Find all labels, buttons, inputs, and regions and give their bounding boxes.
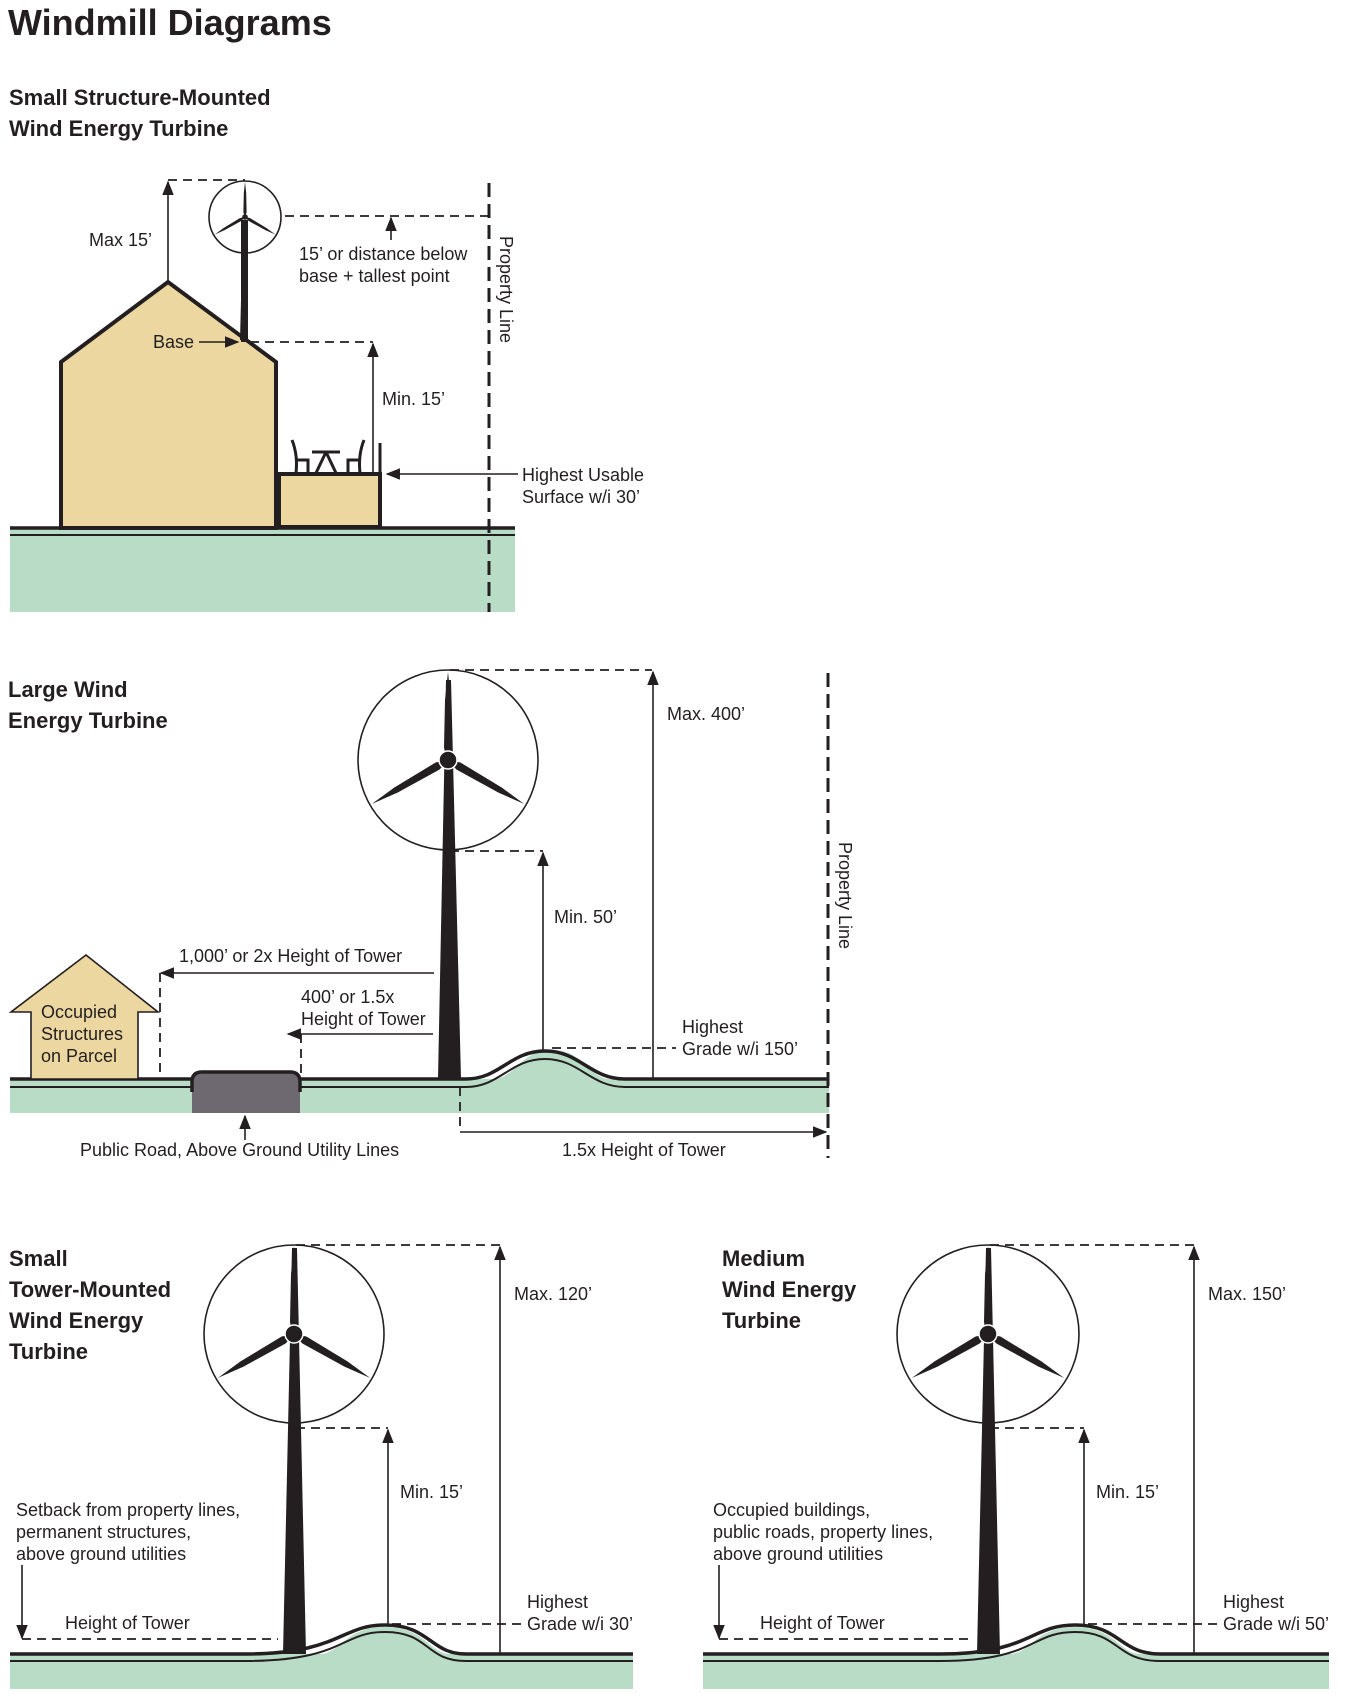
- blades-icon: [369, 672, 527, 808]
- property-setback-label: 1.5x Height of Tower: [562, 1140, 726, 1160]
- svg-text:Grade w/i 50’: Grade w/i 50’: [1223, 1614, 1329, 1634]
- max-label: Max. 150’: [1208, 1284, 1286, 1304]
- small-structure-heading: Small Structure-Mounted Wind Energy Turb…: [9, 85, 271, 141]
- deck: [277, 472, 382, 529]
- tower: [283, 1248, 306, 1654]
- svg-text:above ground utilities: above ground utilities: [713, 1544, 883, 1564]
- patio-furniture-icon: [290, 439, 366, 474]
- grade-label: Highest: [1223, 1592, 1284, 1612]
- ground-line: [10, 1049, 829, 1081]
- medium-turbine-heading: Medium Wind Energy Turbine: [722, 1246, 857, 1333]
- svg-text:permanent structures,: permanent structures,: [16, 1522, 191, 1542]
- min-label: Min. 15’: [400, 1482, 463, 1502]
- setback-label: Occupied buildings,: [713, 1500, 870, 1520]
- min-label: Min. 15’: [382, 389, 445, 409]
- svg-text:public roads, property lines,: public roads, property lines,: [713, 1522, 933, 1542]
- setback-label: Setback from property lines,: [16, 1500, 240, 1520]
- large-turbine-diagram: Occupied Structures on Parcel Max. 400’ …: [8, 669, 855, 1160]
- blades-icon: [213, 181, 277, 236]
- clearance-label: 15’ or distance below: [299, 244, 468, 264]
- max-label: Max. 120’: [514, 1284, 592, 1304]
- medium-turbine-diagram: Max. 150’ Min. 15’ Occupied buildings, p…: [703, 1244, 1329, 1689]
- rotor-circle: [896, 1244, 1080, 1424]
- small-structure-diagram: Max 15’ 15’ or distance below base + tal…: [10, 179, 644, 612]
- occupied-structure-icon: [8, 953, 161, 1080]
- setback-occupied-label: 1,000’ or 2x Height of Tower: [179, 946, 402, 966]
- building: [59, 279, 278, 530]
- surface-label: Highest Usable: [522, 465, 644, 485]
- grade-label: Highest: [682, 1017, 743, 1037]
- ground: [10, 527, 515, 612]
- blades-icon: [909, 1246, 1067, 1382]
- large-turbine-heading: Large Wind Energy Turbine: [8, 677, 168, 733]
- ground: [10, 1627, 633, 1689]
- height-label: Height of Tower: [65, 1613, 190, 1633]
- small-tower-diagram: Max. 120’ Min. 15’ Setback from property…: [10, 1244, 633, 1689]
- max-label: Max. 400’: [667, 704, 745, 724]
- road-label: Public Road, Above Ground Utility Lines: [80, 1140, 399, 1160]
- road: [192, 1072, 300, 1113]
- svg-text:base + tallest point: base + tallest point: [299, 266, 450, 286]
- svg-text:Grade w/i 150’: Grade w/i 150’: [682, 1039, 798, 1059]
- rotor-circle: [208, 180, 282, 254]
- height-label: Height of Tower: [760, 1613, 885, 1633]
- min-label: Min. 50’: [554, 907, 617, 927]
- svg-text:on Parcel: on Parcel: [41, 1046, 117, 1066]
- rotor-circle: [203, 1244, 385, 1424]
- blades-icon: [215, 1246, 373, 1382]
- svg-text:Structures: Structures: [41, 1024, 123, 1044]
- svg-text:Surface w/i 30’: Surface w/i 30’: [522, 487, 640, 507]
- occupied-label: Occupied: [41, 1002, 117, 1022]
- min-label: Min. 15’: [1096, 1482, 1159, 1502]
- property-line-label: Property Line: [496, 236, 516, 343]
- small-tower-heading: Small Tower-Mounted Wind Energy Turbine: [9, 1246, 172, 1364]
- svg-text:Height of Tower: Height of Tower: [301, 1009, 426, 1029]
- svg-text:above ground utilities: above ground utilities: [16, 1544, 186, 1564]
- page-title: Windmill Diagrams: [8, 2, 332, 43]
- ground: [703, 1627, 1329, 1689]
- tower: [977, 1248, 1000, 1654]
- property-line-label: Property Line: [835, 842, 855, 949]
- base-label: Base: [153, 332, 194, 352]
- setback-road-label: 400’ or 1.5x: [301, 987, 394, 1007]
- rotor-circle: [357, 669, 539, 851]
- grade-label: Highest: [527, 1592, 588, 1612]
- tower: [438, 680, 461, 1079]
- svg-text:Grade w/i 30’: Grade w/i 30’: [527, 1614, 633, 1634]
- max-label: Max 15’: [89, 230, 152, 250]
